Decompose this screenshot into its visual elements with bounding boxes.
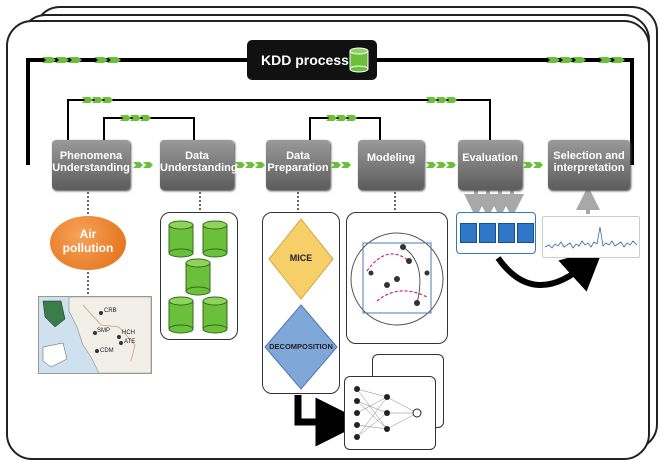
modeling-panel: [346, 212, 448, 344]
map-label-ate: ATE: [124, 339, 136, 345]
step-data-preparation: Data Preparation: [266, 140, 330, 190]
preparation-loop-line: [309, 117, 381, 140]
outer-loop-chevrons: [42, 57, 625, 63]
map-label-hch: HCH: [122, 330, 135, 336]
dotted-drop-lines: [87, 192, 396, 294]
preparation-panel: MICE DECOMPOSITION: [262, 212, 340, 394]
step-selection-interpretation: Selection and interpretation: [548, 140, 630, 190]
air-pollution-node: Air pollution: [50, 216, 126, 270]
step-phenomena-understanding: Phenomena Understanding: [52, 140, 130, 190]
map-label-crb: CRB: [104, 308, 117, 314]
modeling-graph: [350, 232, 444, 326]
outer-loop-line: [26, 58, 634, 165]
database-stack: [168, 220, 228, 334]
map-label-smp: SMP: [97, 328, 111, 334]
database-icon: [168, 220, 194, 258]
station-map: CRB SMP HCH ATE CDM: [38, 296, 152, 374]
database-icon: [202, 296, 228, 334]
step-data-preparation-line2: Preparation: [267, 162, 329, 174]
step-phenomena-line1: Phenomena: [59, 150, 123, 162]
evaluation-loop-line: [67, 99, 491, 140]
databases-panel: [160, 212, 238, 340]
curved-arrow: [495, 247, 604, 292]
decomposition-diamond: [264, 304, 338, 390]
step-evaluation: Evaluation: [458, 140, 522, 190]
step-data-understanding: Data Understanding: [160, 140, 238, 190]
neural-network-panel-front: [344, 376, 436, 450]
selection-series: [544, 226, 638, 249]
selection-plot: [542, 216, 640, 258]
evaluation-series-panel: [456, 212, 536, 254]
step-selection-line2: interpretation: [553, 162, 625, 174]
step-phenomena-line2: Understanding: [52, 162, 130, 174]
mice-diamond: [268, 218, 334, 300]
step-data-preparation-line1: Data: [286, 150, 310, 162]
step-chevrons: [133, 162, 543, 168]
time-series-box-4: [517, 223, 534, 243]
database-icon: [185, 258, 211, 296]
kdd-process-box: KDD process: [247, 40, 377, 80]
database-icon: [168, 296, 194, 334]
mice-label: MICE: [289, 253, 313, 263]
understanding-loop-line: [103, 117, 195, 140]
step-selection-line1: Selection and: [553, 150, 625, 162]
step-evaluation-line1: Evaluation: [462, 152, 518, 164]
step-modeling: Modeling: [358, 140, 424, 190]
decomposition-label: DECOMPOSITION: [269, 342, 333, 351]
evaluation-loop-chevrons: [82, 97, 457, 103]
neural-network-diagram: [354, 386, 422, 440]
database-icon: [202, 220, 228, 258]
step-data-understanding-line1: Data: [185, 150, 209, 162]
database-icon: [349, 47, 369, 73]
time-series-box-2: [479, 223, 496, 243]
map-label-cdm: CDM: [100, 348, 114, 354]
evaluation-arrows: [464, 186, 600, 218]
air-pollution-line1: Air: [79, 227, 97, 241]
map-landmass: [39, 297, 151, 373]
kdd-process-title: KDD process: [261, 52, 349, 68]
prep-to-nn-arrow: [294, 395, 365, 447]
preparation-shapes: [264, 218, 338, 390]
time-series-box-3: [498, 223, 515, 243]
step-data-understanding-line2: Understanding: [160, 162, 238, 174]
time-series-box-1: [460, 223, 477, 243]
step-modeling-line1: Modeling: [366, 152, 416, 164]
air-pollution-line2: pollution: [62, 241, 114, 255]
